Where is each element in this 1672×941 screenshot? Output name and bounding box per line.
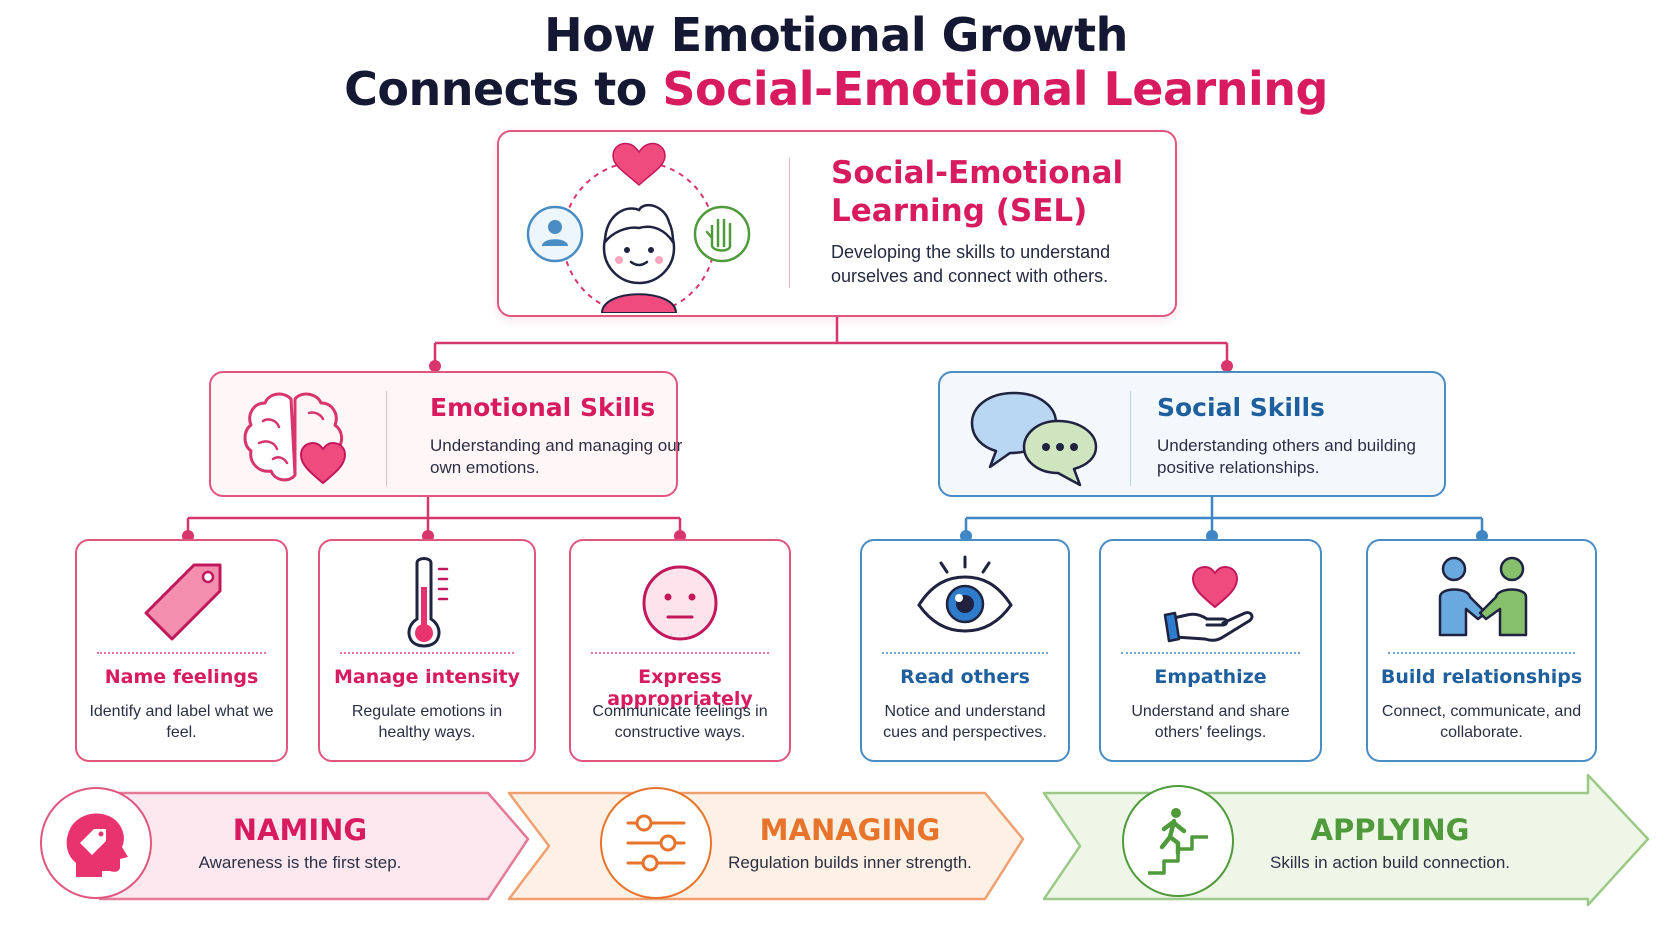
sliders-icon [626,814,686,872]
skill-card-express-appropriately: Express appropriately Communicate feelin… [569,539,791,762]
skill-divider [591,652,769,654]
emotional-skills-card: Emotional Skills Understanding and manag… [209,371,682,497]
skill-description: Identify and label what we feel. [89,703,274,741]
sel-description: Developing the skills to understand ours… [831,242,1111,286]
skill-divider [1121,652,1300,654]
stage-naming: NAMING Awareness is the first step. [40,777,530,907]
head-tag-icon [66,813,128,877]
social-skills-description: Understanding others and building positi… [1157,436,1416,477]
managing-icon-circle [600,787,712,899]
stage-applying: APPLYING Skills in action build connecti… [1040,771,1652,911]
brain-heart-icon [243,392,347,485]
skill-card-manage-intensity: Manage intensity Regulate emotions in he… [318,539,536,762]
stage-label: MANAGING [759,813,941,847]
stage-description: Awareness is the first step. [198,853,402,872]
skill-name: Manage intensity [333,666,520,688]
skill-name: Express appropriately [607,666,753,710]
stage-managing: MANAGING Regulation builds inner strengt… [505,777,1025,907]
skill-description: Regulate emotions in healthy ways. [351,703,503,741]
heart-in-hand-icon [1163,565,1253,643]
skill-divider [340,652,514,654]
social-skills-title: Social Skills [1157,393,1325,422]
applying-icon-circle [1122,785,1234,897]
emotional-skills-title: Emotional Skills [430,393,656,422]
stage-description: Regulation builds inner strength. [728,853,972,872]
naming-icon-circle [40,787,152,899]
skill-description: Connect, communicate, and collaborate. [1381,703,1582,741]
emotional-skills-description: Understanding and managing our own emoti… [430,436,683,477]
skill-description: Understand and share others' feelings. [1131,703,1290,741]
skill-divider [97,652,266,654]
skill-divider [882,652,1048,654]
skill-card-read-others: Read others Notice and understand cues a… [860,539,1070,762]
skill-name: Build relationships [1380,666,1583,688]
skill-card-build-relationships: Build relationships Connect, communicate… [1366,539,1597,762]
neutral-face-icon [642,565,718,641]
title-line-1: How Emotional Growth [544,8,1128,62]
handshake-icon [1438,556,1527,637]
skill-card-name-feelings: Name feelings Identify and label what we… [75,539,288,762]
sel-title: Social-Emotional Learning (SEL) [831,155,1124,229]
title-accent: Social-Emotional Learning [662,62,1328,116]
social-divider [1130,391,1131,486]
stage-description: Skills in action build connection. [1269,853,1511,872]
social-skills-card: Social Skills Understanding others and b… [938,371,1446,497]
thermometer-icon [407,557,449,648]
stage-label: APPLYING [1310,813,1470,847]
skill-divider [1388,652,1575,654]
eye-icon [917,555,1013,633]
emotional-divider [386,391,387,486]
stage-label: NAMING [232,813,368,847]
skill-name: Name feelings [104,666,259,688]
skill-card-empathize: Empathize Understand and share others' f… [1099,539,1322,762]
tag-icon [144,563,221,641]
skill-description: Communicate feelings in constructive way… [592,703,768,741]
title-line-2: Connects to Social-Emotional Learning [0,62,1672,116]
child-with-emotions-icon [526,142,751,313]
speech-bubbles-icon [970,391,1098,487]
page-title: How Emotional Growth Connects to Social-… [0,8,1672,116]
sel-card: Social-Emotional Learning (SEL) Developi… [497,130,1177,317]
climbing-stairs-icon [1148,808,1208,875]
skill-description: Notice and understand cues and perspecti… [883,703,1047,741]
skill-name: Empathize [1154,666,1267,688]
sel-divider [789,158,790,288]
title-line-2-prefix: Connects to [344,62,663,116]
skill-name: Read others [900,666,1030,688]
